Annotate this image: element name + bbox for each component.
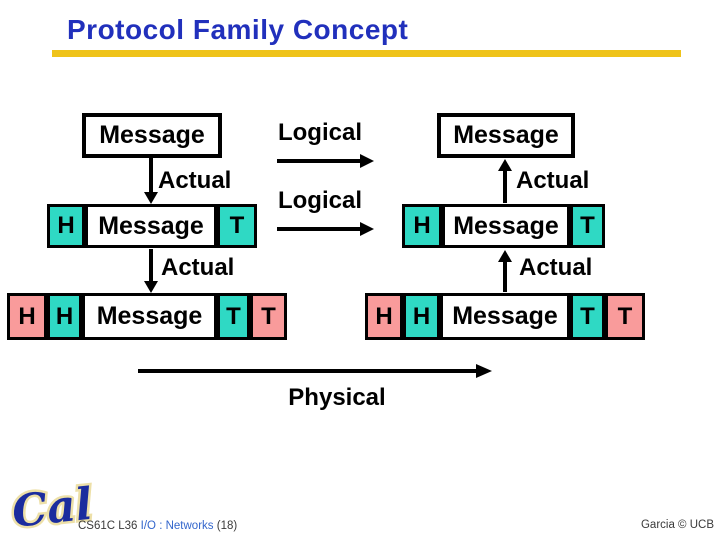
sender-actual-label-1: Actual — [158, 167, 232, 194]
sender-packet-layer2: H Message T — [47, 204, 257, 248]
receiver-packet-layer3: H H Message T T — [365, 293, 645, 340]
physical-label: Physical — [288, 384, 386, 411]
outer-trailer-cell: T — [250, 293, 287, 340]
footer-course: CS61C L36 — [78, 520, 138, 532]
footer-credit: Garcia © UCB — [640, 519, 714, 531]
sender-actual-label-2: Actual — [161, 254, 235, 281]
logical-arrow-1 — [277, 154, 374, 168]
sender-down-arrow-2 — [144, 249, 158, 293]
header-cell: H — [47, 293, 82, 340]
receiver-actual-label-2: Actual — [519, 254, 593, 281]
receiver-actual-label-1: Actual — [516, 167, 590, 194]
logical-label-1: Logical — [277, 119, 362, 146]
cal-logo-text: Cal — [10, 479, 95, 536]
physical-arrow — [138, 364, 492, 378]
message-cell: Message — [442, 204, 570, 248]
outer-header-cell: H — [365, 293, 403, 340]
footer-page-number: (18) — [216, 520, 238, 532]
title-underline — [52, 50, 681, 57]
header-cell: H — [47, 204, 85, 248]
footer-slide-info: CS61C L36 I/O : Networks (18) — [78, 520, 237, 532]
header-cell: H — [402, 204, 442, 248]
logical-arrow-2 — [277, 222, 374, 236]
trailer-cell: T — [217, 293, 250, 340]
logical-label-2: Logical — [277, 187, 362, 214]
trailer-cell: T — [570, 293, 605, 340]
trailer-cell: T — [570, 204, 605, 248]
cal-logo: Cal — [7, 478, 97, 536]
message-cell: Message — [82, 293, 217, 340]
receiver-up-arrow-2 — [498, 250, 512, 292]
receiver-packet-layer2: H Message T — [402, 204, 605, 248]
slide-title: Protocol Family Concept — [67, 14, 409, 45]
message-cell: Message — [440, 293, 570, 340]
sender-packet-layer3: H H Message T T — [7, 293, 287, 340]
message-cell: Message — [85, 204, 217, 248]
receiver-up-arrow-1 — [498, 159, 512, 203]
outer-header-cell: H — [7, 293, 47, 340]
trailer-cell: T — [217, 204, 257, 248]
outer-trailer-cell: T — [605, 293, 645, 340]
sender-message-box: Message — [82, 113, 222, 158]
receiver-message-box: Message — [437, 113, 575, 158]
sender-down-arrow-1 — [144, 158, 158, 204]
footer-lecture: I/O : Networks — [140, 520, 214, 532]
header-cell: H — [403, 293, 440, 340]
